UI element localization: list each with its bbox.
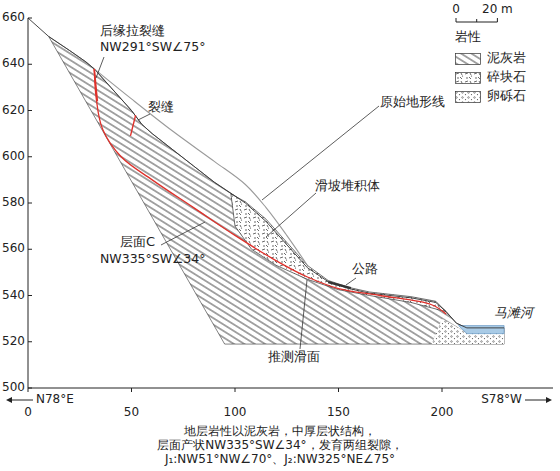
- marl-bedrock: [49, 37, 504, 345]
- distance-tick-label: 100: [224, 406, 247, 420]
- original-terrain-line: [94, 69, 307, 266]
- feature-label: 滑坡堆积体: [315, 179, 380, 194]
- figure-caption: 地层岩性以泥灰岩，中厚层状结构， 层面产状NW335°SW∠34°，发育两组裂隙…: [135, 424, 425, 466]
- direction-label: S78°W: [481, 393, 522, 407]
- y-tick: [28, 249, 32, 250]
- feature-label: 公路: [352, 262, 378, 277]
- river-label: 马滩河: [494, 306, 533, 321]
- elevation-tick-label: 620: [2, 104, 25, 118]
- leader-line: [96, 57, 104, 78]
- legend-label: 卵砾石: [487, 88, 526, 105]
- y-tick: [28, 64, 32, 65]
- y-tick: [28, 110, 32, 111]
- feature-label: 推测滑面: [268, 350, 320, 365]
- x-tick: [235, 388, 236, 392]
- scale-label: 20 m: [482, 3, 513, 17]
- leader-line: [300, 280, 307, 349]
- legend-swatch: [455, 72, 481, 84]
- scale-tick: [476, 19, 477, 22]
- crack: [130, 115, 135, 136]
- feature-label: 层面C: [120, 235, 155, 250]
- elevation-tick-label: 660: [2, 11, 25, 25]
- scale-tick: [456, 18, 457, 22]
- attitude-label: NW291°SW∠75°: [100, 40, 205, 54]
- x-axis: [28, 388, 553, 389]
- legend-entry: 卵砾石: [455, 88, 526, 105]
- arrow-head: [546, 397, 552, 403]
- y-tick: [28, 156, 32, 157]
- x-tick: [338, 388, 339, 392]
- elevation-tick-label: 600: [2, 150, 25, 164]
- elevation-tick-label: 520: [2, 335, 25, 349]
- scale-label: 0: [452, 3, 460, 17]
- attitude-label: NW335°SW∠34°: [100, 252, 205, 266]
- feature-label: 裂缝: [148, 100, 174, 115]
- y-tick: [28, 295, 32, 296]
- distance-tick-label: 50: [124, 406, 139, 420]
- leader-line: [266, 193, 316, 237]
- legend-swatch: [455, 91, 481, 103]
- leader-line: [138, 114, 150, 120]
- legend-label: 碎块石: [487, 69, 526, 86]
- x-tick: [28, 388, 29, 392]
- elevation-tick-label: 540: [2, 289, 25, 303]
- y-tick: [28, 341, 32, 342]
- feature-label: 原始地形线: [380, 95, 445, 110]
- distance-tick-label: 200: [431, 406, 454, 420]
- elevation-tick-label: 560: [2, 242, 25, 256]
- road-bench: [328, 282, 351, 288]
- elevation-tick-label: 640: [2, 57, 25, 71]
- arrow-head: [6, 397, 12, 403]
- distance-tick-label: 0: [24, 406, 32, 420]
- legend-entry: 泥灰岩: [455, 50, 526, 67]
- ground-surface: [28, 18, 504, 328]
- feature-label: 后缘拉裂缝: [100, 24, 165, 39]
- gravel-layer: [432, 319, 504, 344]
- y-tick: [28, 203, 32, 204]
- y-tick: [28, 388, 32, 389]
- x-tick: [131, 388, 132, 392]
- x-tick: [442, 388, 443, 392]
- leader-line: [262, 106, 379, 200]
- legend-title: 岩性: [455, 30, 481, 45]
- leader-line: [346, 278, 356, 285]
- tension-crack: [94, 69, 97, 101]
- direction-label: N78°E: [36, 393, 74, 407]
- legend-entry: 碎块石: [455, 69, 526, 86]
- leader-line: [161, 222, 205, 245]
- legend-swatch: [455, 53, 481, 65]
- y-tick: [28, 18, 32, 19]
- elevation-tick-label: 580: [2, 196, 25, 210]
- legend-label: 泥灰岩: [487, 50, 526, 67]
- slip-surface: [94, 69, 446, 314]
- distance-tick-label: 150: [327, 406, 350, 420]
- scale-tick: [497, 18, 498, 22]
- elevation-tick-label: 500: [2, 381, 25, 395]
